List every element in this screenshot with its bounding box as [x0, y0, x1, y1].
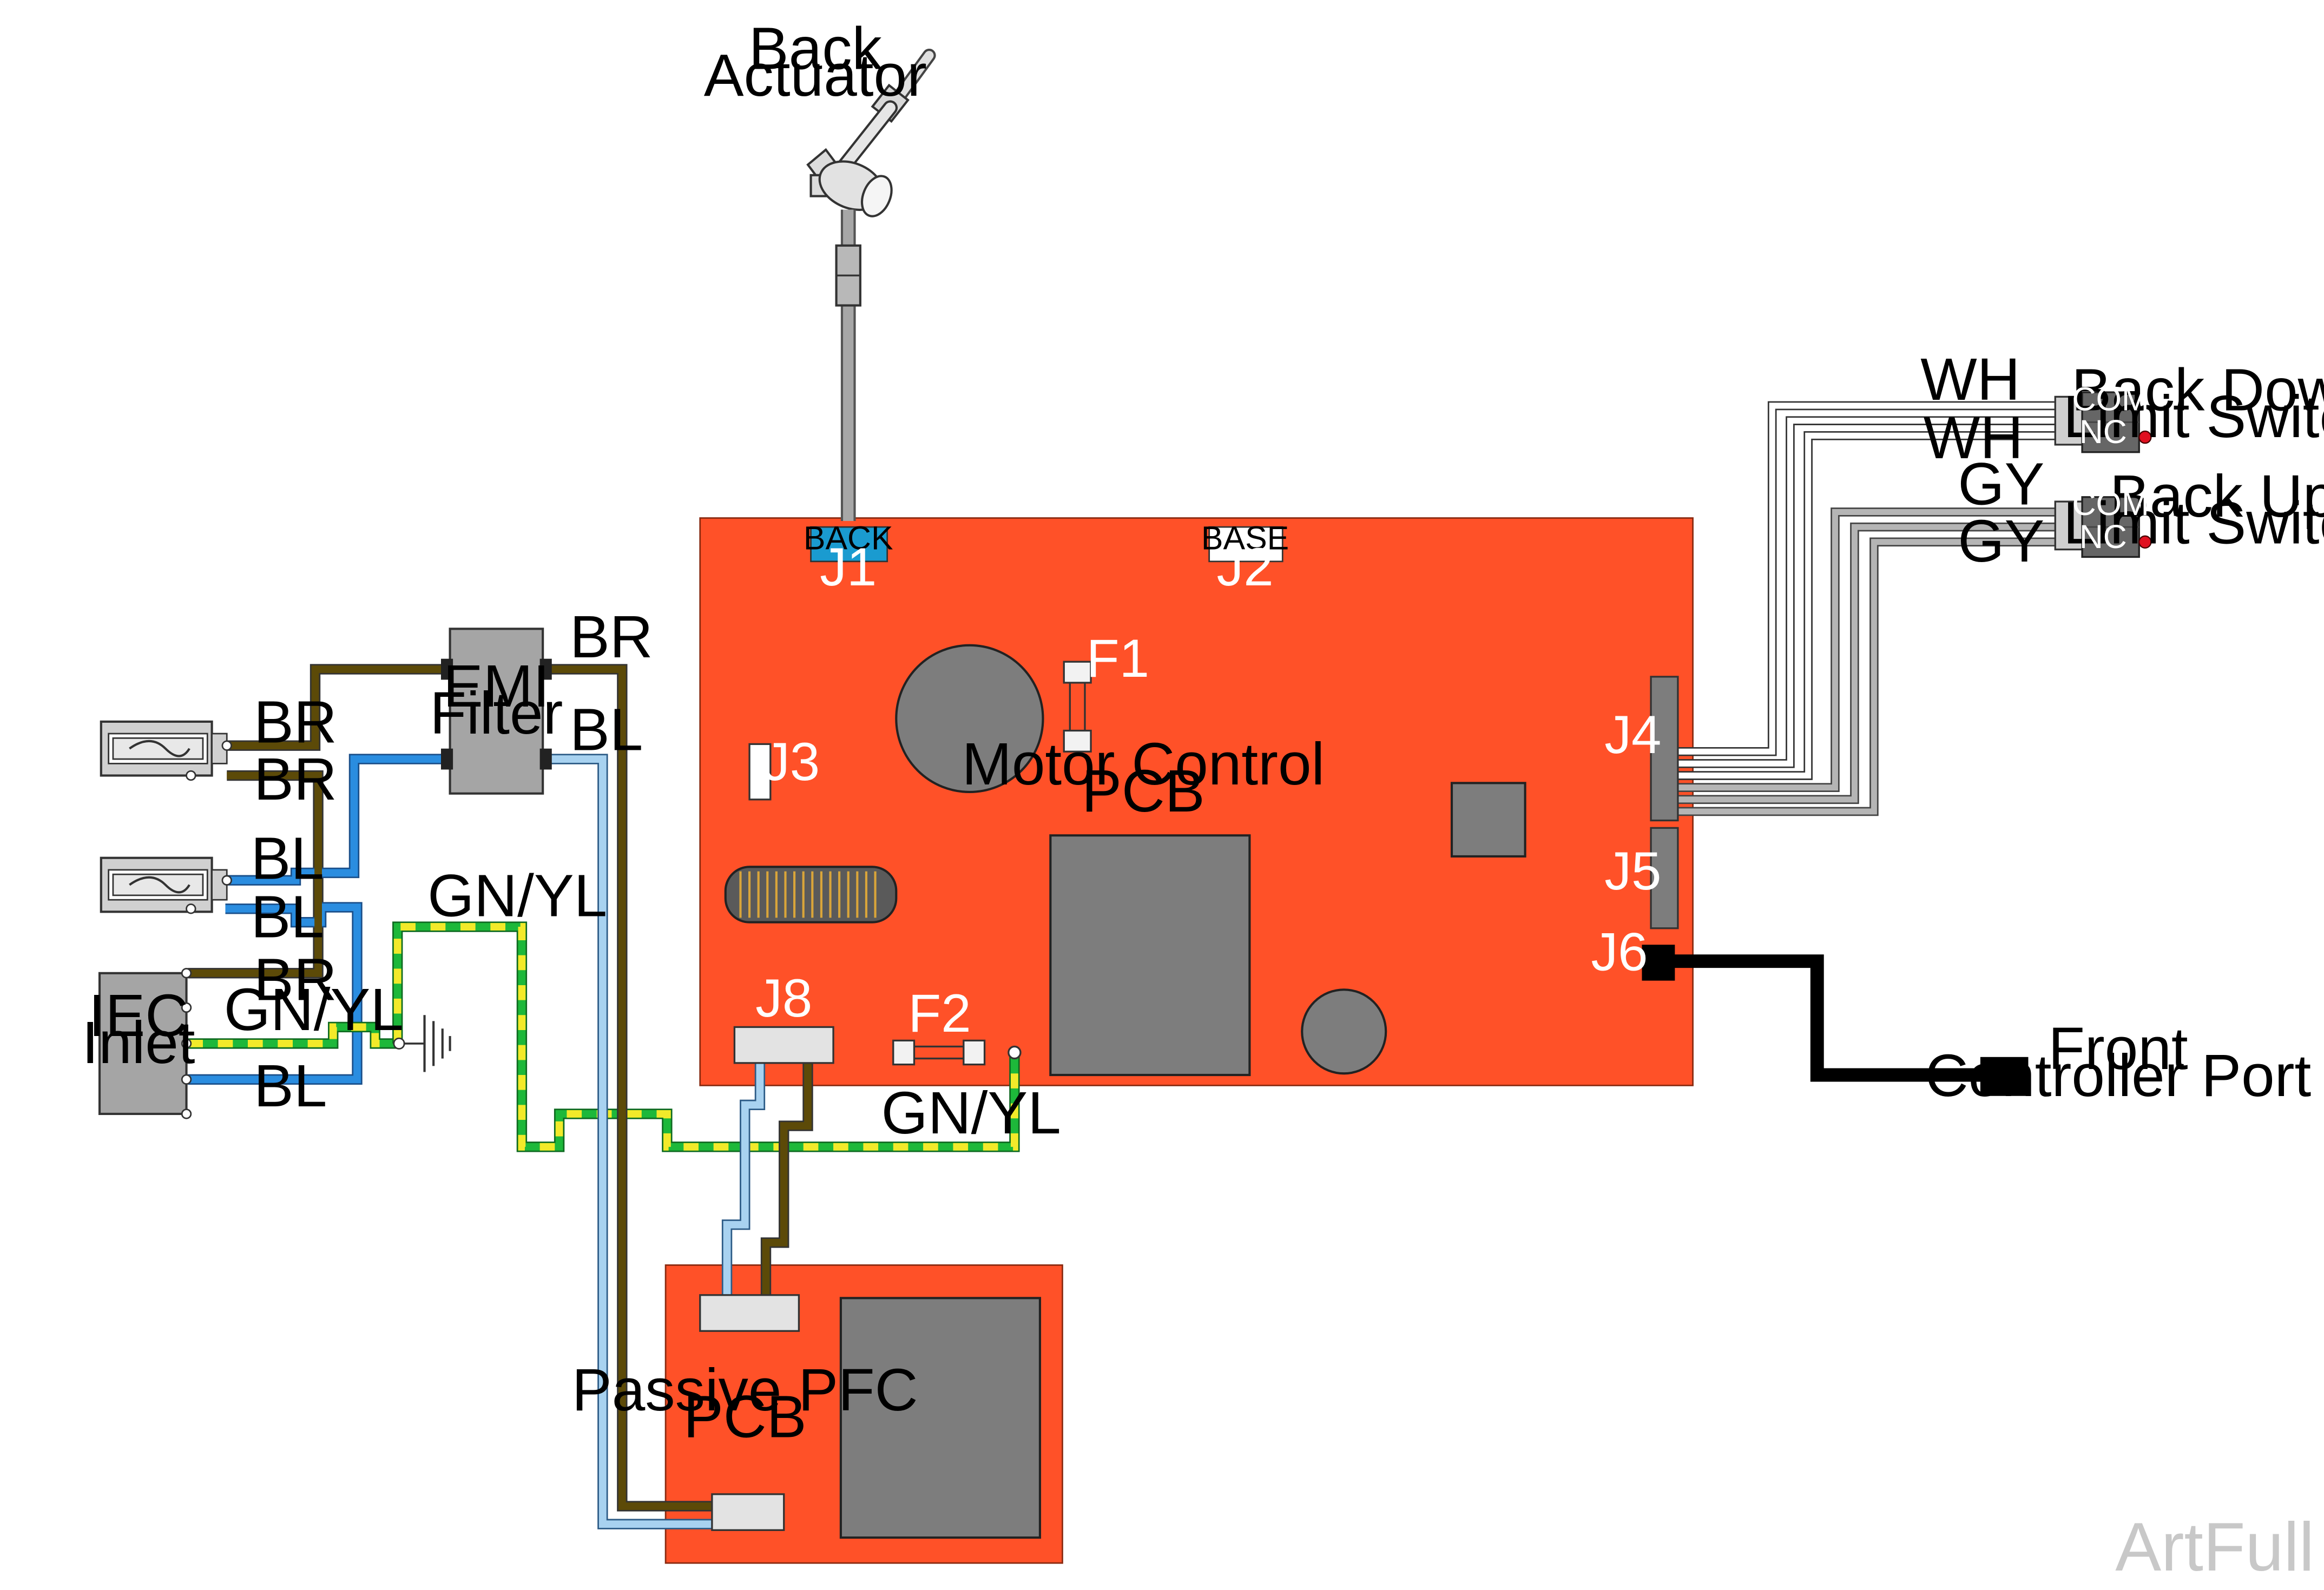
connector-j6[interactable] [1642, 945, 1675, 981]
motor-control-pcb-label-2: PCB [1082, 758, 1205, 824]
motor-heatsink [1049, 834, 1251, 1077]
f2-label: F2 [908, 984, 971, 1044]
wire-bl-emi-pfc-fill [543, 755, 712, 1528]
wire-labels: BR BR BL BL BR GN/YL BL BR BL GN/YL GN/Y… [224, 346, 2045, 1146]
down-switch-com: COM [2072, 380, 2149, 417]
wire-j6-front-port [1673, 954, 1982, 1082]
bl-inlet-label: BL [254, 1053, 327, 1119]
back-up-switch-label-1: Back Up [2110, 463, 2324, 530]
switch-terminal-labels: COM NC COM NC [2072, 380, 2149, 555]
iec-inlet-label-2: Inlet [82, 1010, 195, 1076]
gnyl-inlet-label: GN/YL [224, 977, 404, 1043]
up-switch-com: COM [2072, 485, 2149, 522]
fuse-holder-br [100, 720, 232, 781]
gy-bottom-label: GY [1958, 508, 2044, 575]
passive-pfc-pcb-label-1: Passive PFC [572, 1357, 918, 1423]
wire-br-j8-pfc-fill [762, 1063, 812, 1295]
connector-j4[interactable] [1650, 676, 1679, 822]
back-down-limit-switch[interactable] [2054, 391, 2152, 453]
j3-label: J3 [763, 732, 820, 792]
fuse-holder-bl [100, 856, 232, 914]
motor-capacitor-large [895, 644, 1044, 794]
back-up-switch-label-2: Limit Switch [2063, 490, 2324, 557]
back-actuator-label-1: Back [749, 15, 883, 82]
connector-labels: BACK BASE J1 J2 J3 J4 J5 J6 J8 F1 F2 [755, 520, 1661, 1044]
back-up-limit-switch[interactable] [2054, 496, 2152, 558]
wire-wh-harness [1677, 401, 2056, 780]
down-switch-nc: NC [2079, 413, 2127, 450]
pfc-heatsink [839, 1297, 1042, 1539]
iec-inlet-label-1: IEC [89, 982, 189, 1049]
emi-filter-label-1: EMI [443, 653, 550, 720]
front-controller-port-label-1: Front [2048, 1015, 2188, 1082]
emi-filter [440, 628, 552, 795]
wh-bottom-label: WH [1924, 405, 2023, 471]
front-controller-port-label-2: Controller Port [1925, 1043, 2312, 1109]
fuse-f1 [1063, 661, 1092, 753]
br-inlet-label: BR [254, 947, 337, 1013]
inductor-coil [724, 866, 898, 923]
wire-gnyl-ground-board-yellow [393, 923, 1018, 1151]
connector-j3[interactable] [748, 743, 772, 801]
connector-j1[interactable] [810, 526, 888, 563]
j5-label: J5 [1604, 841, 1661, 901]
wire-gnyl-iec-ground-yellow [188, 1023, 398, 1047]
gnyl-ground-label: GN/YL [427, 863, 607, 929]
connector-pfc-bottom[interactable] [711, 1493, 785, 1531]
component-labels: Back Actuator EMI Filter IEC Inlet Motor… [82, 15, 2324, 1450]
gy-top-label: GY [1958, 451, 2044, 518]
motor-capacitor-small [1301, 988, 1387, 1075]
f1-label: F1 [1087, 629, 1149, 689]
wire-br-fuse-emi-fill [227, 665, 450, 750]
bl-emi-label: BL [570, 696, 643, 763]
ground-terminal [1008, 1045, 1022, 1060]
emi-filter-label-2: Filter [430, 680, 563, 747]
wh-top-label: WH [1920, 346, 2020, 413]
back-actuator-icon [806, 48, 936, 217]
br-emi-label: BR [570, 604, 653, 670]
iec-inlet [98, 968, 192, 1119]
br-fuse2-label: BR [254, 746, 337, 813]
front-controller-port[interactable] [1980, 1057, 2029, 1096]
connector-j5[interactable] [1650, 827, 1679, 929]
wire-br-emi-pfc-fill [543, 665, 712, 1510]
connector-j2[interactable] [1208, 526, 1283, 563]
j8-label: J8 [755, 968, 812, 1028]
watermark: ArtFull [2115, 1508, 2314, 1585]
j1-label: J1 [820, 537, 877, 597]
wire-bl-j8-pfc-fill [723, 1063, 764, 1295]
back-down-switch-label-2: Limit Switch [2063, 384, 2324, 450]
j1-connector-text: BACK [804, 520, 893, 557]
j2-label: J2 [1216, 537, 1273, 597]
j6-label: J6 [1591, 922, 1648, 982]
wire-bl-fuse-emi-fill [225, 755, 450, 885]
bl-fuse-label: BL [251, 825, 324, 892]
back-actuator-label-2: Actuator [704, 42, 927, 109]
connector-j8[interactable] [733, 1026, 834, 1064]
j4-label: J4 [1604, 705, 1661, 765]
back-down-switch-label-1: Back Down [2071, 357, 2324, 423]
motor-ic-chip [1450, 782, 1526, 858]
j2-connector-text: BASE [1201, 520, 1289, 557]
gnyl-board-label: GN/YL [881, 1080, 1061, 1146]
fuse-f2 [892, 1039, 986, 1066]
ground-icon [393, 1015, 451, 1072]
connector-pfc-top[interactable] [699, 1294, 800, 1332]
br-fuse-label: BR [254, 689, 337, 756]
motor-control-pcb-label-1: Motor Control [962, 731, 1325, 797]
bl-fuse2-label: BL [251, 883, 324, 950]
passive-pfc-pcb-label-2: PCB [683, 1384, 807, 1450]
up-switch-nc: NC [2079, 518, 2127, 555]
wire-gy-harness [1677, 507, 2056, 816]
